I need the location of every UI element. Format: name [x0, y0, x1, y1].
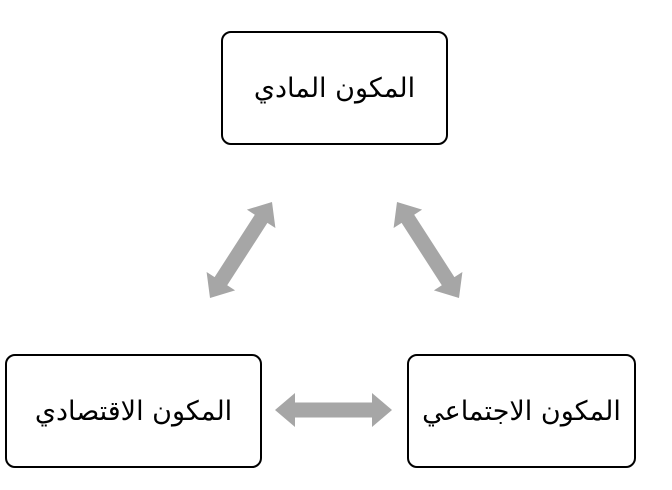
node-material-label: المكون المادي	[253, 72, 416, 104]
double-arrow-top-left	[206, 202, 276, 298]
node-economic-component: المكون الاقتصادي	[5, 354, 262, 468]
double-arrow-top-right	[393, 202, 463, 298]
node-economic-label: المكون الاقتصادي	[34, 395, 233, 427]
node-social-component: المكون الاجتماعي	[407, 354, 636, 468]
double-arrow-left-right	[275, 393, 392, 427]
node-material-component: المكون المادي	[221, 31, 448, 145]
node-social-label: المكون الاجتماعي	[422, 395, 621, 427]
